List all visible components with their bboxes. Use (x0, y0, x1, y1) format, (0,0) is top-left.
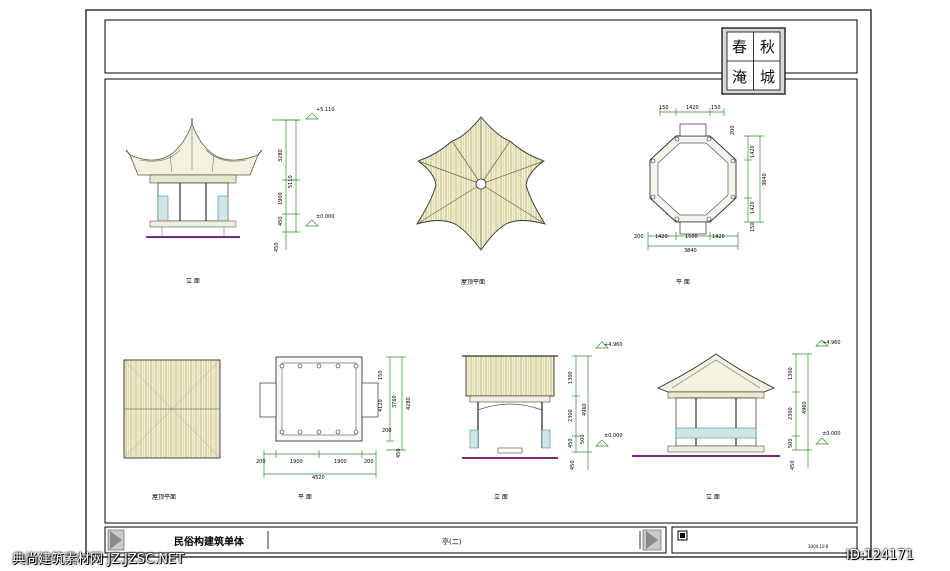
dim-label: 3280 (278, 149, 284, 162)
dim-label: 200 (634, 234, 644, 240)
octagon-floor-plan: 150 1420 150 1420 3840 1420 150 200 200 … (634, 105, 768, 286)
dim-label: 200 (256, 459, 266, 465)
title-block-note: 2004.10.8 (808, 544, 829, 549)
dim-label: 200 (382, 428, 392, 434)
dim-label: 4960 (802, 401, 808, 414)
dim-label: 1420 (750, 145, 756, 158)
dim-label: 1900 (290, 459, 303, 465)
rect-floor-plan: 200 1900 1900 200 4520 150 4120 3760 428… (256, 356, 412, 501)
view-label-rect-plan: 平 面 (298, 494, 312, 501)
elev-mark-ground-octagon: ±0.000 (316, 214, 335, 220)
dim-label: 500 (580, 434, 586, 444)
title-block: 民俗构建筑单体 亭(二) 2004.10.8 (104, 526, 858, 554)
dim-label: 4280 (406, 397, 412, 410)
watermark-left: 典尚建筑素材网 JZ.JZSC.NET (12, 552, 185, 567)
dim-label: 450 (278, 216, 284, 226)
elev-mark-ground-front: ±0.000 (822, 431, 841, 437)
rect-side-elevation: +4.960 ±0.000 1300 2300 4960 450 500 450… (462, 341, 623, 501)
seal-char-4: 城 (760, 68, 775, 86)
header-frame (104, 19, 858, 74)
view-label-rect-roof-plan: 屋顶平面 (152, 494, 176, 501)
watermark-right: ID:124171 (846, 548, 914, 563)
rect-roof-plan: 屋顶平面 (123, 359, 221, 501)
view-label-side-elevation: 立 面 (494, 493, 508, 501)
dim-label: 200 (730, 125, 736, 135)
dim-label: 1300 (568, 371, 574, 384)
dim-label: 150 (378, 370, 384, 380)
dim-label: 3840 (684, 248, 697, 254)
elev-mark-top-front: +4.960 (822, 340, 841, 346)
view-label-octagon-elevation: 立 面 (186, 277, 200, 285)
dim-label: 1420 (712, 234, 725, 240)
dim-label: 150 (711, 105, 721, 111)
view-label-octagon-plan: 平 面 (676, 279, 690, 286)
dim-label: 150 (750, 222, 756, 232)
dim-label: 4120 (378, 399, 384, 412)
dim-label: 500 (788, 438, 794, 448)
dim-label: 4960 (582, 403, 588, 416)
project-title: 民俗构建筑单体 (174, 535, 245, 548)
dim-label: 450 (274, 242, 280, 252)
drawing-area-frame (104, 78, 858, 524)
dim-label: 1420 (750, 201, 756, 214)
elev-mark-top-side: +4.960 (604, 342, 623, 348)
dim-label: 2300 (568, 409, 574, 422)
dim-label: 3840 (762, 173, 768, 186)
dim-label: 150 (659, 105, 669, 111)
seal-char-3: 淹 (732, 68, 747, 86)
elev-mark-ground-side: ±0.000 (604, 433, 623, 439)
dim-label: 1900 (278, 192, 284, 205)
view-label-octagon-roof-plan: 屋顶平面 (461, 279, 485, 286)
dim-label: 5110 (288, 175, 294, 188)
dim-label: 1900 (334, 459, 347, 465)
seal-char-2: 秋 (760, 38, 775, 56)
sheet-title: 亭(二) (442, 537, 462, 546)
dim-label: 200 (364, 459, 374, 465)
dim-label: 450 (570, 460, 576, 470)
dim-label: 1420 (686, 105, 699, 111)
seal-char-1: 春 (732, 38, 747, 56)
dim-label: 2300 (788, 407, 794, 420)
rect-front-elevation: +4.960 ±0.000 1300 2300 4960 500 450 立 面 (632, 339, 841, 501)
dim-label: 450 (396, 448, 402, 458)
dim-label: 450 (568, 438, 574, 448)
dim-label: 1500 (685, 234, 698, 240)
octagon-pavilion-elevation: +5.110 ±0.000 3280 5110 1900 450 450 立 面 (125, 107, 335, 285)
elev-mark-top-octagon: +5.110 (316, 107, 335, 113)
octagon-roof-plan: 屋顶平面 (415, 116, 546, 286)
dim-label: 4520 (312, 475, 325, 481)
outer-frame (85, 9, 872, 558)
dim-label: 3760 (392, 395, 398, 408)
dim-label: 450 (790, 460, 796, 470)
seal-logo: 春 秋 淹 城 (721, 27, 786, 95)
dim-label: 1300 (788, 367, 794, 380)
view-label-front-elevation: 立 面 (706, 493, 720, 501)
dim-label: 1420 (655, 234, 668, 240)
